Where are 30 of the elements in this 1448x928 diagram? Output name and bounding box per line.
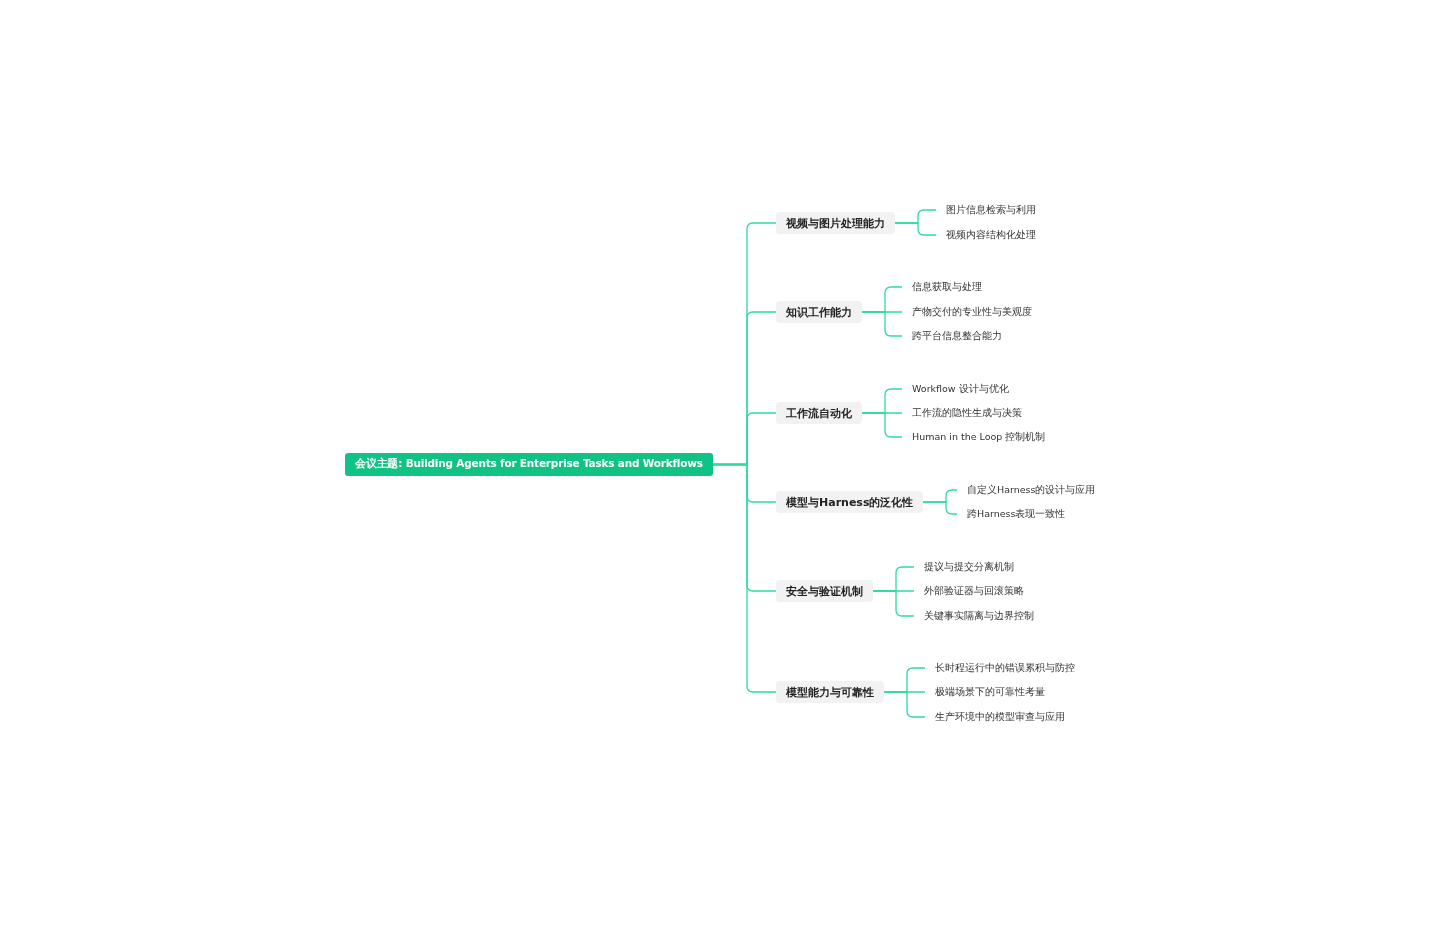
subtopic-text: 生产环境中的模型审查与应用 — [925, 709, 1065, 725]
subtopic-text: Human in the Loop 控制机制 — [902, 429, 1046, 445]
subtopic-text: 长时程运行中的错误累积与防控 — [925, 660, 1075, 676]
subtopic-text: 极端场景下的可靠性考量 — [925, 684, 1045, 700]
topic-box: 安全与验证机制 — [776, 580, 873, 602]
connector-line — [861, 412, 903, 438]
connector-line — [861, 311, 903, 337]
subtopic-text: 跨平台信息整合能力 — [902, 328, 1002, 344]
connector-line — [922, 501, 958, 515]
subtopic-text: 视频内容结构化处理 — [936, 227, 1036, 243]
topic-box: 知识工作能力 — [776, 301, 862, 323]
topic-box: 视频与图片处理能力 — [776, 212, 895, 234]
subtopic-text: 信息获取与处理 — [902, 279, 982, 295]
subtopic-text: 图片信息检索与利用 — [936, 202, 1036, 218]
connector-line — [712, 463, 777, 693]
subtopic-text: 关键事实隔离与边界控制 — [914, 608, 1034, 624]
connector-line — [894, 222, 937, 236]
subtopic-text: 外部验证器与回滚策略 — [914, 583, 1024, 599]
topic-box: 模型与Harness的泛化性 — [776, 491, 924, 513]
subtopic-text: 工作流的隐性生成与决策 — [902, 405, 1022, 421]
subtopic-text: Workflow 设计与优化 — [902, 381, 1009, 397]
subtopic-text: 产物交付的专业性与美观度 — [902, 304, 1032, 320]
topic-box: 模型能力与可靠性 — [776, 681, 884, 703]
subtopic-text: 跨Harness表现一致性 — [957, 506, 1066, 522]
subtopic-text: 提议与提交分离机制 — [914, 559, 1014, 575]
topic-box: 会议主题: Building Agents for Enterprise Tasks and Workflows — [345, 452, 713, 476]
topic-box: 工作流自动化 — [776, 402, 862, 424]
connector-line — [872, 590, 915, 617]
connector-line — [883, 691, 926, 718]
subtopic-text: 自定义Harness的设计与应用 — [957, 482, 1096, 498]
